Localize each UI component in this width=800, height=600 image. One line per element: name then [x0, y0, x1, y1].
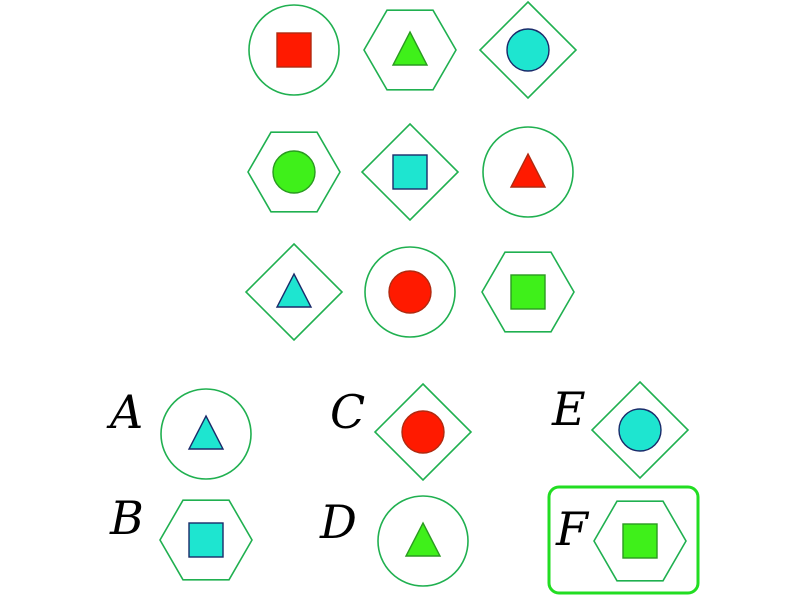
option-a[interactable]: A	[106, 385, 252, 480]
option-label: E	[551, 382, 586, 436]
option-label: D	[319, 495, 357, 549]
option-label: A	[106, 385, 143, 439]
green-square-shape	[622, 523, 658, 559]
matrix-cell-r3c2	[364, 246, 456, 338]
matrix-cell-r2c3	[482, 126, 574, 218]
selection-highlight	[547, 485, 700, 595]
green-triangle-shape	[404, 521, 442, 557]
cyan-triangle-shape	[275, 272, 313, 308]
matrix-cell-r1c1	[248, 4, 340, 96]
green-triangle-shape	[391, 30, 429, 66]
option-b[interactable]: B	[109, 491, 253, 581]
cyan-square-shape	[188, 522, 224, 558]
cyan-triangle-shape	[187, 414, 225, 450]
option-label: C	[330, 385, 365, 439]
matrix-cell-r2c1	[247, 131, 341, 213]
matrix-cell-r3c3	[481, 251, 575, 333]
cyan-square-shape	[392, 154, 428, 190]
option-figure	[590, 380, 690, 480]
matrix-cell-r2c2	[360, 122, 460, 222]
option-label: F	[555, 502, 590, 556]
red-triangle-shape	[509, 152, 547, 188]
option-label: B	[109, 491, 144, 545]
option-figure	[160, 388, 252, 480]
green-circle-shape	[272, 150, 316, 194]
matrix-cell-r3c1	[244, 242, 344, 342]
option-figure	[159, 499, 253, 581]
answer-options: AB C D E F	[106, 380, 700, 595]
option-figure	[373, 382, 473, 482]
red-square-shape	[276, 32, 312, 68]
puzzle-matrix	[244, 0, 578, 342]
option-d[interactable]: D	[319, 495, 469, 587]
option-e[interactable]: E	[551, 380, 690, 480]
matrix-cell-r1c3	[478, 0, 578, 100]
red-circle-shape	[388, 270, 432, 314]
matrix-cell-r1c2	[363, 9, 457, 91]
option-figure	[593, 500, 687, 582]
green-square-shape	[510, 274, 546, 310]
red-circle-shape	[401, 410, 445, 454]
cyan-circle-shape	[506, 28, 550, 72]
option-f[interactable]: F	[547, 485, 700, 595]
cyan-circle-shape	[618, 408, 662, 452]
option-c[interactable]: C	[330, 382, 473, 482]
option-figure	[377, 495, 469, 587]
